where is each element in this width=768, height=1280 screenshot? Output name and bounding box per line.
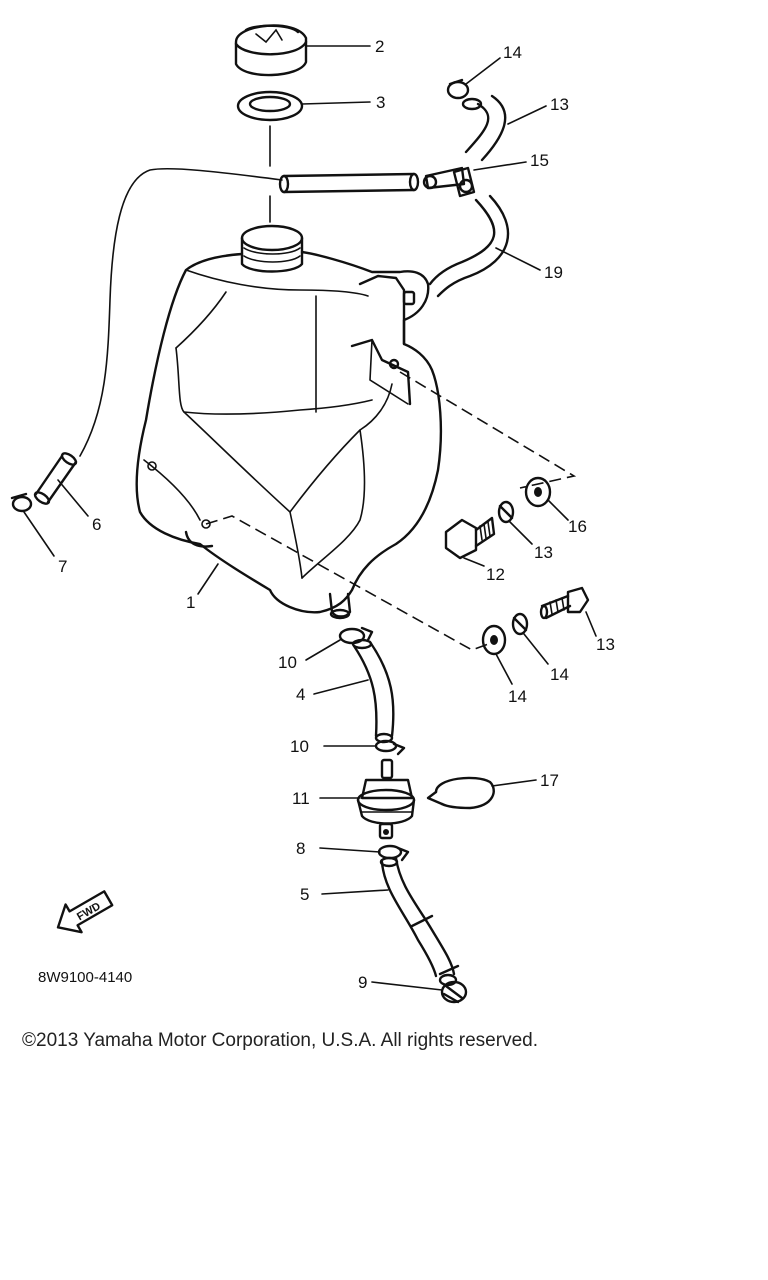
callout-15: 17 [540, 771, 559, 790]
part-cap-gasket [236, 90, 304, 122]
leader-lines [23, 45, 597, 991]
part-lockwasher-13-lower [511, 612, 529, 636]
part-bolt-12-upper [444, 516, 496, 560]
callout-labels: 2 3 14 13 15 19 6 7 1 16 13 12 13 14 14 … [58, 37, 615, 992]
callout-19: 19 [544, 263, 563, 282]
callout-9: 9 [358, 973, 367, 992]
part-hose-19 [428, 194, 510, 298]
part-fuel-cap [234, 24, 308, 77]
part-washer-14-upper [524, 476, 552, 508]
diagram-code: 8W9100-4140 [38, 969, 132, 986]
callout-8: 8 [296, 839, 305, 858]
callout-12-upper: 12 [486, 565, 505, 584]
callout-1: 1 [186, 593, 195, 612]
part-clip-17 [446, 78, 470, 100]
part-clip-10-lower [374, 739, 406, 756]
callout-13-upper: 13 [534, 543, 553, 562]
part-plug-9 [438, 973, 468, 1004]
part-fuel-hose-4 [351, 638, 395, 744]
callout-16: 13 [550, 95, 569, 114]
vent-line-left [79, 167, 283, 457]
callout-18: 15 [530, 151, 549, 170]
callout-12-lower: 13 [596, 635, 615, 654]
mount-line-upper [399, 371, 577, 489]
part-band-15 [426, 776, 495, 810]
part-clip-7 [10, 492, 33, 513]
part-fuel-hose-5 [379, 856, 460, 978]
callout-14-upper: 16 [568, 517, 587, 536]
callout-10-lower: 10 [290, 737, 309, 756]
callout-4: 4 [296, 685, 305, 704]
callout-14-lower: 14 [508, 687, 527, 706]
callout-6: 6 [92, 515, 101, 534]
callout-2: 2 [375, 37, 384, 56]
part-hose-16 [461, 94, 507, 162]
part-fuel-filter-11 [356, 758, 416, 840]
part-bolt-12-lower [539, 586, 590, 620]
part-fuel-tank [135, 224, 443, 620]
part-breather-hose-top [278, 172, 420, 194]
callout-17: 14 [503, 43, 522, 62]
callout-7: 7 [58, 557, 67, 576]
callout-11: 11 [292, 789, 310, 808]
callout-10-upper: 10 [278, 653, 297, 672]
callout-3: 3 [376, 93, 385, 112]
callout-5: 5 [300, 885, 309, 904]
part-lockwasher-13-upper [497, 500, 515, 524]
forward-arrow-icon: FWD [56, 890, 114, 934]
part-washer-14-lower [481, 624, 507, 656]
part-hose-6 [33, 452, 78, 505]
part-joint-18 [422, 166, 476, 198]
copyright-notice: ©2013 Yamaha Motor Corporation, U.S.A. A… [22, 1030, 538, 1051]
callout-13-lower: 14 [550, 665, 569, 684]
